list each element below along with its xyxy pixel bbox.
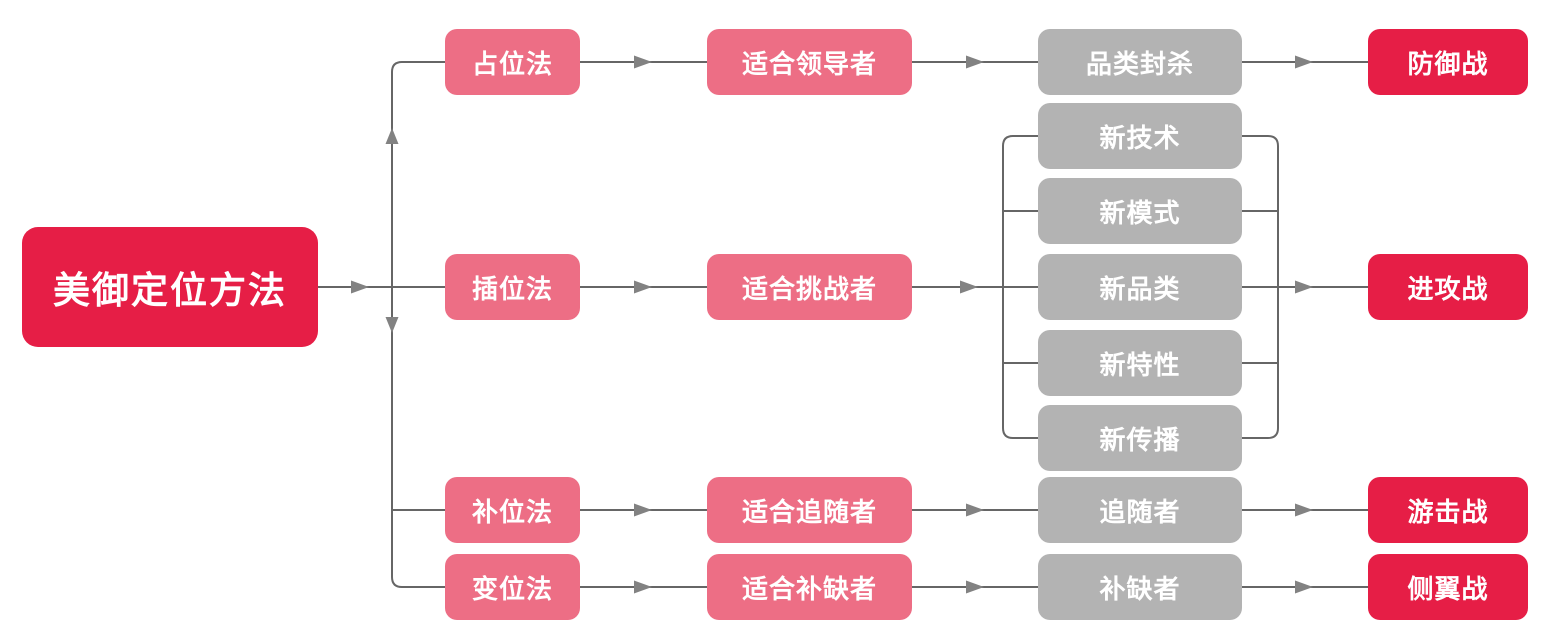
node-warfare-3: 游击战 bbox=[1368, 477, 1528, 543]
node-tactic-4: 补缺者 bbox=[1038, 554, 1242, 620]
node-tactic-2-1: 新技术 bbox=[1038, 103, 1242, 169]
cluster-right-bracket bbox=[1242, 135, 1279, 439]
node-tactic-2-4: 新特性 bbox=[1038, 330, 1242, 396]
node-tactic-2-2: 新模式 bbox=[1038, 178, 1242, 244]
node-tactic-2-3: 新品类 bbox=[1038, 254, 1242, 320]
edge-trunk-up-to-method1 bbox=[391, 61, 445, 287]
node-method-1: 占位法 bbox=[445, 29, 580, 95]
node-root: 美御定位方法 bbox=[22, 227, 318, 347]
node-warfare-1: 防御战 bbox=[1368, 29, 1528, 95]
node-suits-1: 适合领导者 bbox=[707, 29, 912, 95]
node-tactic-3: 追随者 bbox=[1038, 477, 1242, 543]
node-method-4: 变位法 bbox=[445, 554, 580, 620]
node-suits-3: 适合追随者 bbox=[707, 477, 912, 543]
node-method-2: 插位法 bbox=[445, 254, 580, 320]
node-warfare-4: 侧翼战 bbox=[1368, 554, 1528, 620]
node-suits-2: 适合挑战者 bbox=[707, 254, 912, 320]
node-suits-4: 适合补缺者 bbox=[707, 554, 912, 620]
node-warfare-2: 进攻战 bbox=[1368, 254, 1528, 320]
arrowheads bbox=[351, 55, 1313, 594]
node-tactic-2-5: 新传播 bbox=[1038, 405, 1242, 471]
node-tactic-1: 品类封杀 bbox=[1038, 29, 1242, 95]
cluster-left-bracket bbox=[1002, 135, 1038, 439]
edge-trunk-down-to-method4 bbox=[391, 287, 445, 588]
node-method-3: 补位法 bbox=[445, 477, 580, 543]
